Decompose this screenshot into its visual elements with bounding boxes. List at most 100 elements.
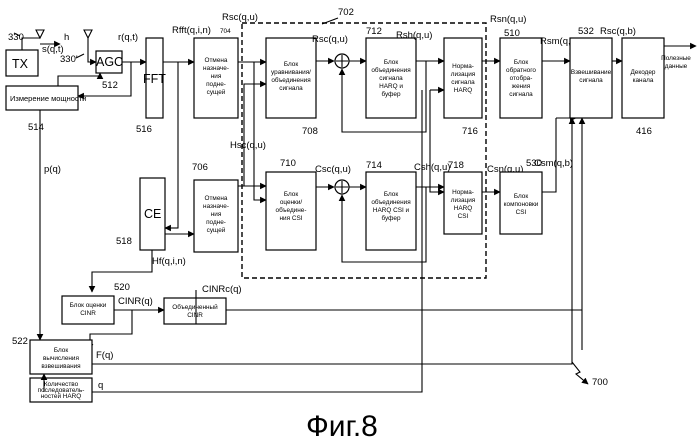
harq-signal-normalize [444, 38, 482, 118]
weightcalc-line: вычисления [43, 355, 79, 362]
signal-rsc-eq: Rsc(q,u) [312, 34, 348, 45]
cancel1-line: назначе- [203, 65, 229, 72]
compcsi-line: компоновки [504, 201, 539, 208]
useful-data-label: Полезныеданные [661, 55, 691, 70]
cinrcomb-line: CINR [187, 312, 203, 319]
compcsi-line: CSI [516, 209, 527, 216]
harqbuf-line: Блок [384, 59, 398, 66]
normc-line: HARQ [454, 205, 472, 212]
csibuf-line: объединения [371, 198, 411, 206]
normc-line: Норма- [452, 189, 474, 196]
csi-line: Блок [284, 191, 298, 198]
signal-q: q [98, 380, 103, 391]
signal-cinrc: CINRc(q) [202, 284, 242, 295]
weightcalc-line: взвешивания [41, 363, 81, 370]
signal-p: p(q) [44, 164, 61, 175]
signal-rsc-b: Rsc(q,b) [600, 26, 636, 37]
signal-cinr: CINR(q) [118, 296, 153, 307]
signal-csc: Csc(q,u) [315, 164, 351, 175]
signal-csm: Csm(q,b) [534, 158, 573, 169]
signal-hf: Hf(q,i,n) [152, 256, 186, 267]
weight-line: сигнала [579, 77, 603, 84]
cinrcomb-line: Объединенный [172, 303, 218, 311]
ref-704: 704 [220, 28, 231, 35]
ref-518: 518 [116, 236, 132, 247]
tx-label: TX [12, 57, 29, 71]
ref-516: 516 [136, 124, 152, 135]
signal-hsc: Hsc(q,u) [230, 140, 266, 151]
signal-h: h [64, 32, 69, 43]
cancel1-line: сущей [207, 88, 226, 96]
normh-line: Норма- [452, 63, 474, 70]
csibuf-line: HARQ CSI и [373, 207, 410, 214]
ref-510: 510 [504, 28, 520, 39]
ref-522: 522 [12, 336, 28, 347]
ref-330p: 330' [60, 54, 78, 65]
harq-signal-normalize-label: Норма-лизациясигналаHARQ [451, 63, 476, 94]
harqbuf-line: буфер [381, 90, 400, 98]
power-measure-label: Измерение мощности [10, 94, 86, 103]
harq-count-label: Количествопоследователь-ностей HARQ [38, 381, 85, 400]
eq-line: сигнала [279, 85, 303, 92]
normh-line: лизация [451, 71, 476, 78]
normh-line: HARQ [454, 87, 472, 94]
figure-caption: Фиг.8 [306, 410, 378, 443]
harqbuf-line: сигнала [379, 75, 403, 82]
ref-514: 514 [28, 122, 44, 133]
csi-line: оценки/ [280, 199, 303, 206]
signal-rfft: Rfft(q,i,n) [172, 25, 211, 36]
cinrest-line: CINR [80, 310, 96, 317]
csibuf-line: Блок [384, 191, 398, 198]
ref-706: 706 [192, 162, 208, 173]
ref-714: 714 [366, 160, 382, 171]
csibuf-line: буфер [381, 214, 400, 222]
cancel2-line: сущей [207, 226, 226, 234]
signal-csh: Csh(q,u) [414, 162, 450, 173]
harqbuf-line: объединения [371, 66, 411, 74]
signal-rsc-top: Rsc(q,u) [222, 12, 258, 23]
harqbuf-line: HARQ и [379, 83, 403, 90]
cinrest-line: Блок оценки [70, 302, 107, 309]
cancel1-line: поднe- [206, 81, 226, 88]
rmap-line: Блок [514, 59, 528, 66]
ref-532: 532 [578, 26, 594, 37]
cancel2-line: поднe- [206, 219, 226, 226]
cancel2-line: ния [211, 211, 222, 218]
eq-line: объединения [271, 76, 311, 84]
channel-decoder-label: Декодерканала [630, 69, 655, 84]
ref-718: 718 [448, 160, 464, 171]
eq-line: уравнивания/ [271, 69, 311, 76]
ref-710: 710 [280, 158, 296, 169]
ref-416: 416 [636, 126, 652, 137]
cancel2-line: назначе- [203, 203, 229, 210]
ref-512: 512 [102, 80, 118, 91]
rmap-line: отобра- [510, 74, 533, 82]
rmap-line: сигнала [509, 91, 533, 98]
out-line: Полезные [661, 55, 691, 62]
out-line: данные [665, 63, 688, 70]
rmap-line: жения [512, 83, 531, 90]
compcsi-line: Блок [514, 193, 528, 200]
decoder-line: Декодер [630, 69, 655, 76]
signal-rsh: Rsh(q,u) [396, 30, 432, 41]
ref-700: 700 [592, 377, 608, 388]
agc-label: AGC [96, 55, 123, 69]
cancel1-line: Отмена [205, 57, 228, 64]
ref-520: 520 [114, 282, 130, 293]
cancel2-line: Отмена [205, 195, 228, 202]
normc-line: CSI [458, 213, 469, 220]
ref-712: 712 [366, 26, 382, 37]
normh-line: сигнала [451, 79, 475, 86]
ref-716: 716 [462, 126, 478, 137]
csi-line: объедине- [276, 206, 307, 214]
decoder-line: канала [633, 77, 654, 84]
eq-line: Блок [284, 61, 298, 68]
signal-r: r(q,t) [118, 32, 138, 43]
harqcount-line: ностей HARQ [41, 392, 82, 400]
signal-f: F(q) [96, 350, 113, 361]
weightcalc-line: Блок [54, 347, 68, 354]
ce-label: CE [144, 207, 161, 221]
ref-708: 708 [302, 126, 318, 137]
csi-line: ния CSI [280, 215, 303, 222]
weight-line: Взвешивание [571, 69, 612, 76]
